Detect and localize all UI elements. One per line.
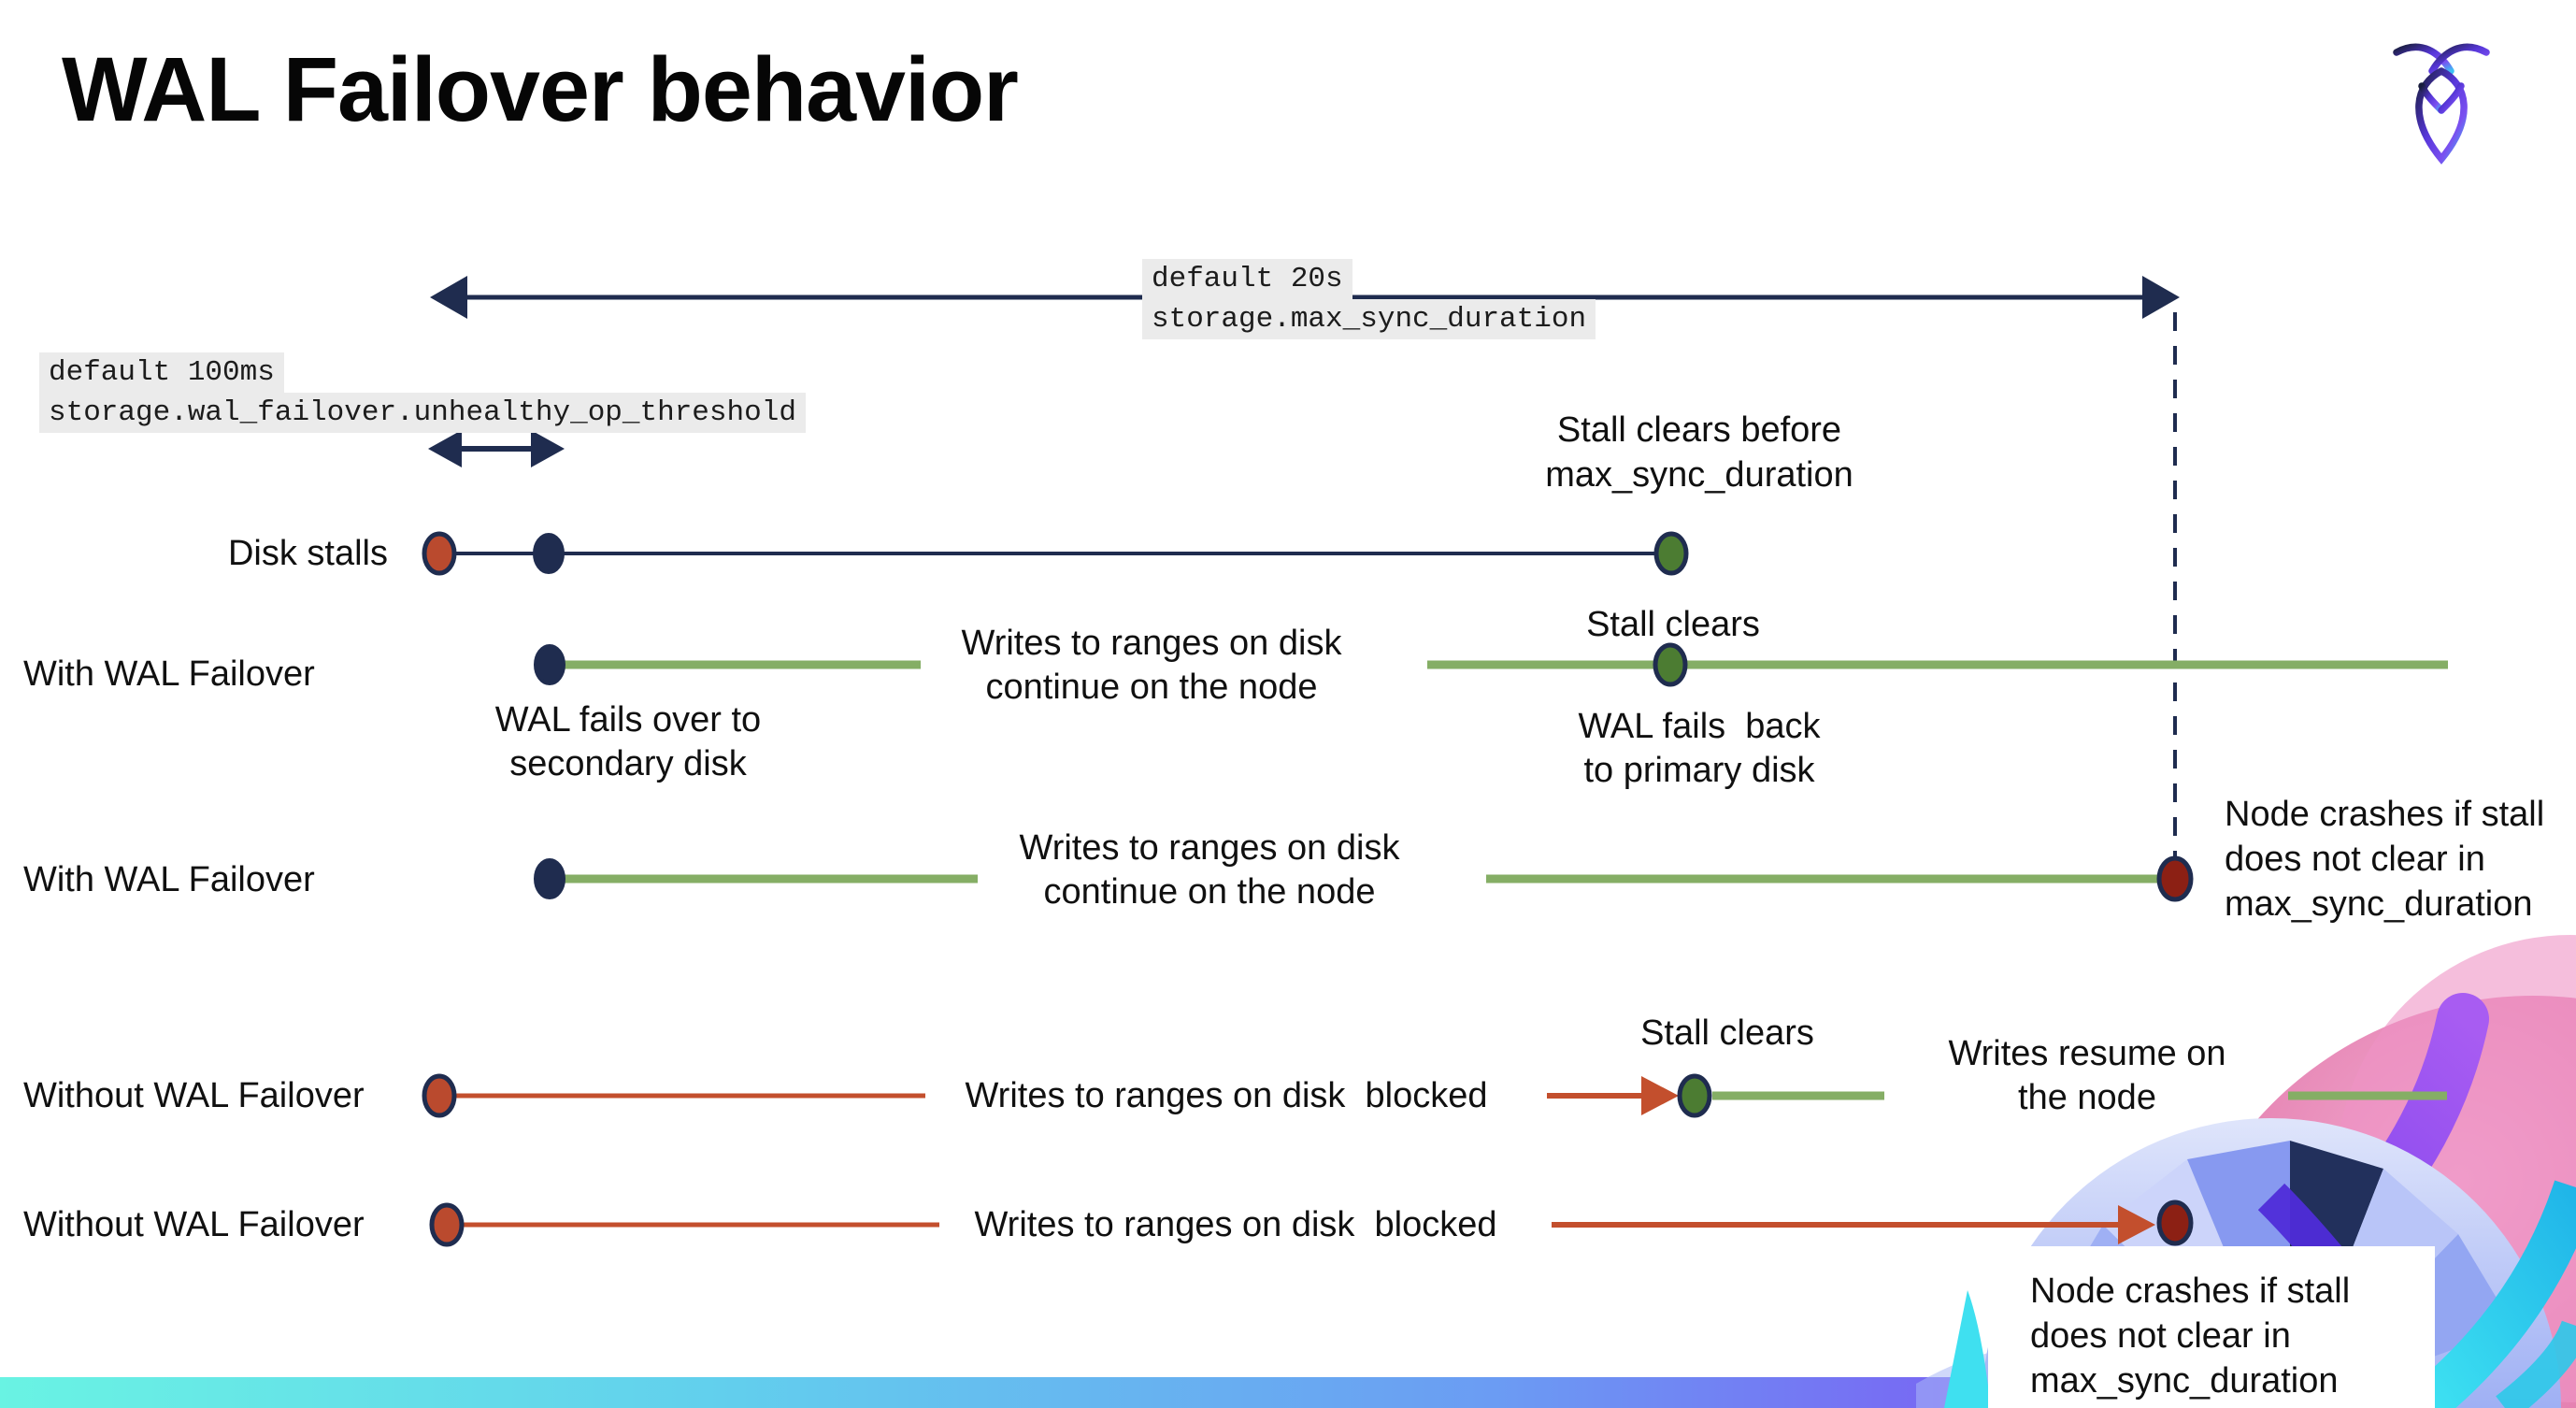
failback-dot — [1653, 642, 1688, 687]
row-label-disk-stalls: Disk stalls — [227, 534, 388, 573]
stall-start-dot — [422, 1073, 457, 1118]
with-failover-2-crash-note: Node crashes if stall does not clear in … — [2225, 795, 2545, 924]
with-failover-2-writes-note: Writes to ranges on disk continue on the… — [1019, 828, 1400, 912]
page-title: WAL Failover behavior — [62, 38, 1019, 140]
row-label-with-failover-2: With WAL Failover — [23, 860, 315, 899]
with-failover-1-stall-clears: Stall clears — [1586, 605, 1760, 644]
crash-dot — [2156, 1200, 2194, 1246]
crash-dot — [2156, 855, 2194, 902]
max-sync-setting-name: storage.max_sync_duration — [1142, 299, 1596, 339]
cyan-arc — [2406, 1180, 2576, 1408]
max-sync-default-label: default 20s — [1142, 259, 1352, 299]
without-failover-crash-note: Node crashes if stall does not clear in … — [2030, 1272, 2351, 1401]
timeline-with-failover-1 — [534, 642, 2448, 687]
failover-dot — [534, 644, 565, 685]
unhealthy-op-threshold-arrow — [428, 430, 565, 467]
row-label-without-failover-2: Without WAL Failover — [23, 1205, 365, 1244]
threshold-dot — [533, 533, 565, 574]
without-failover-1-resume-note: Writes resume on the node — [1948, 1034, 2226, 1117]
red-arrowhead — [2118, 1205, 2155, 1244]
with-failover-1-failback-note: WAL fails back to primary disk — [1578, 707, 1821, 790]
timeline-disk-stalls — [422, 531, 1689, 576]
without-failover-1-stall-clears: Stall clears — [1640, 1013, 1814, 1053]
stall-start-dot — [422, 531, 457, 576]
unhealthy-op-default-label: default 100ms — [39, 352, 284, 393]
disk-stalls-clears-note: Stall clears before max_sync_duration — [1545, 410, 1853, 495]
red-arrowhead — [1641, 1076, 1679, 1115]
without-failover-2-blocked-note: Writes to ranges on disk blocked — [974, 1205, 1497, 1244]
row-label-with-failover-1: With WAL Failover — [23, 654, 315, 694]
failover-dot — [534, 858, 565, 899]
stall-start-dot — [429, 1202, 465, 1247]
without-failover-1-blocked-note: Writes to ranges on disk blocked — [965, 1076, 1488, 1115]
row-label-without-failover-1: Without WAL Failover — [23, 1076, 365, 1115]
with-failover-1-writes-note: Writes to ranges on disk continue on the… — [961, 624, 1342, 707]
stall-clears-dot — [1677, 1073, 1712, 1118]
with-failover-1-failover-note: WAL fails over to secondary disk — [494, 700, 762, 783]
crash-callout-box: Node crashes if stall does not clear in … — [1988, 1246, 2435, 1408]
cockroachdb-logo-icon — [2393, 43, 2490, 165]
unhealthy-op-setting-name: storage.wal_failover.unhealthy_op_thresh… — [39, 393, 806, 433]
stall-clears-dot — [1653, 531, 1689, 576]
